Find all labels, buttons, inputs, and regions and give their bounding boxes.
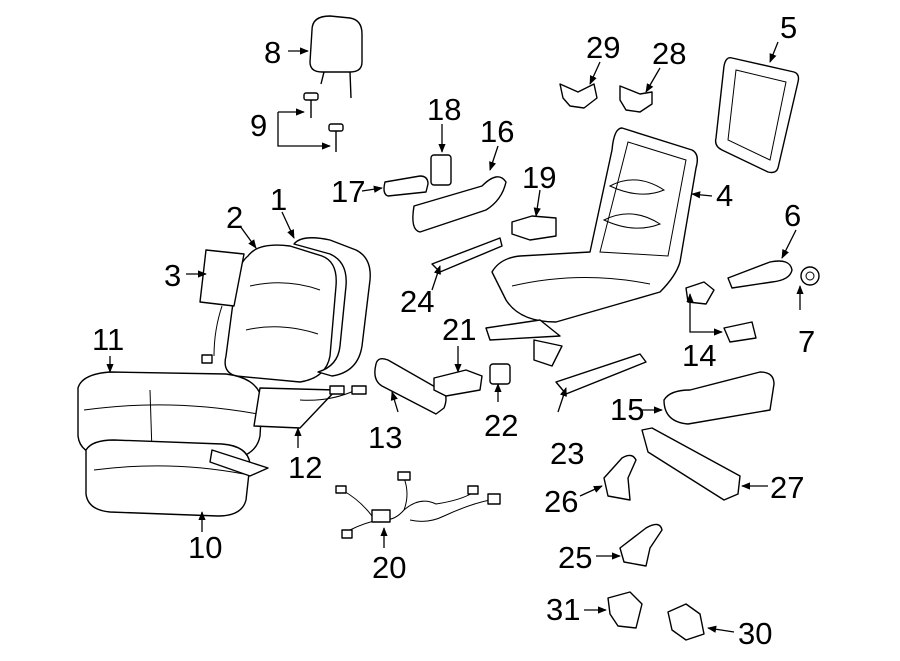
leader-23 (557, 387, 567, 413)
leader-30 (707, 625, 735, 633)
leader-17 (361, 185, 383, 193)
bracket-28-part (619, 85, 653, 113)
leader-13 (390, 391, 399, 413)
callout-6: 6 (784, 198, 801, 233)
leader-1 (281, 211, 295, 239)
callout-18: 18 (427, 92, 461, 127)
leader-5 (769, 41, 779, 63)
callout-23: 23 (550, 436, 584, 471)
bracket-29-part (559, 83, 598, 109)
cushion-heater-part (253, 385, 367, 429)
callout-3: 3 (164, 258, 181, 293)
adjuster-19-part (511, 215, 557, 241)
leader-14 (689, 310, 723, 336)
leader-16 (489, 145, 499, 171)
bracket-26-part (603, 454, 637, 501)
callout-22: 22 (484, 408, 518, 443)
callout-28: 28 (652, 36, 686, 71)
callout-2: 2 (226, 200, 243, 235)
back-board-part (714, 56, 800, 174)
callout-25: 25 (558, 540, 592, 575)
leader-28 (645, 67, 661, 93)
callout-19: 19 (522, 160, 556, 195)
leader-6 (781, 229, 797, 259)
callout-17: 17 (331, 174, 365, 209)
callout-labels: 8 9 29 28 5 18 16 17 19 4 6 2 1 3 24 21 … (92, 10, 815, 651)
seat-frame-part (485, 127, 699, 367)
module-21-part (433, 369, 483, 397)
callout-7: 7 (798, 324, 815, 359)
cover-30-part (667, 603, 705, 641)
cushion-pad-part (85, 439, 269, 517)
leader-24 (431, 265, 441, 291)
callout-9: 9 (250, 108, 267, 143)
callout-13: 13 (368, 420, 402, 455)
lever-handle-part (727, 260, 793, 289)
headrest-guide-part (303, 92, 344, 152)
heater-element-part (199, 249, 245, 364)
switch-knob-17-part (383, 175, 429, 197)
callout-10: 10 (188, 530, 222, 565)
hinge-14b-part (723, 321, 757, 343)
bracket-25-part (619, 523, 663, 567)
knob-part (800, 266, 820, 286)
callout-16: 16 (480, 114, 514, 149)
callout-30: 30 (738, 616, 772, 651)
callout-5: 5 (780, 10, 797, 45)
callout-15: 15 (610, 392, 644, 427)
leader-29 (589, 61, 601, 85)
callout-27: 27 (770, 470, 804, 505)
shield-15-part (663, 371, 775, 425)
callout-4: 4 (716, 178, 733, 213)
seatback-pad-part (293, 237, 371, 377)
callout-8: 8 (264, 35, 281, 70)
leader-lines (106, 41, 804, 633)
wire-harness-part (335, 471, 501, 539)
callout-11: 11 (92, 322, 124, 357)
switch-18-part (430, 154, 452, 186)
side-shield-16-part (412, 176, 507, 233)
callout-20: 20 (372, 550, 406, 585)
clip-22-part (489, 363, 511, 385)
track-bar-24-part (431, 237, 503, 273)
leader-9b (277, 112, 331, 150)
callout-14: 14 (682, 338, 716, 373)
headrest-part (309, 15, 363, 99)
leader-2 (239, 225, 257, 249)
leader-26 (579, 485, 603, 497)
side-cover-13-part (374, 357, 447, 415)
callout-12: 12 (288, 450, 322, 485)
track-rail-27-part (641, 427, 741, 501)
callout-24: 24 (400, 284, 434, 319)
callout-29: 29 (586, 30, 620, 65)
callout-21: 21 (442, 312, 476, 347)
callout-26: 26 (544, 484, 578, 519)
cover-31-part (607, 591, 643, 629)
leader-19 (533, 189, 541, 217)
leader-4 (691, 191, 713, 199)
callout-1: 1 (270, 182, 287, 217)
rail-23-part (555, 353, 647, 395)
callout-31: 31 (546, 592, 580, 627)
